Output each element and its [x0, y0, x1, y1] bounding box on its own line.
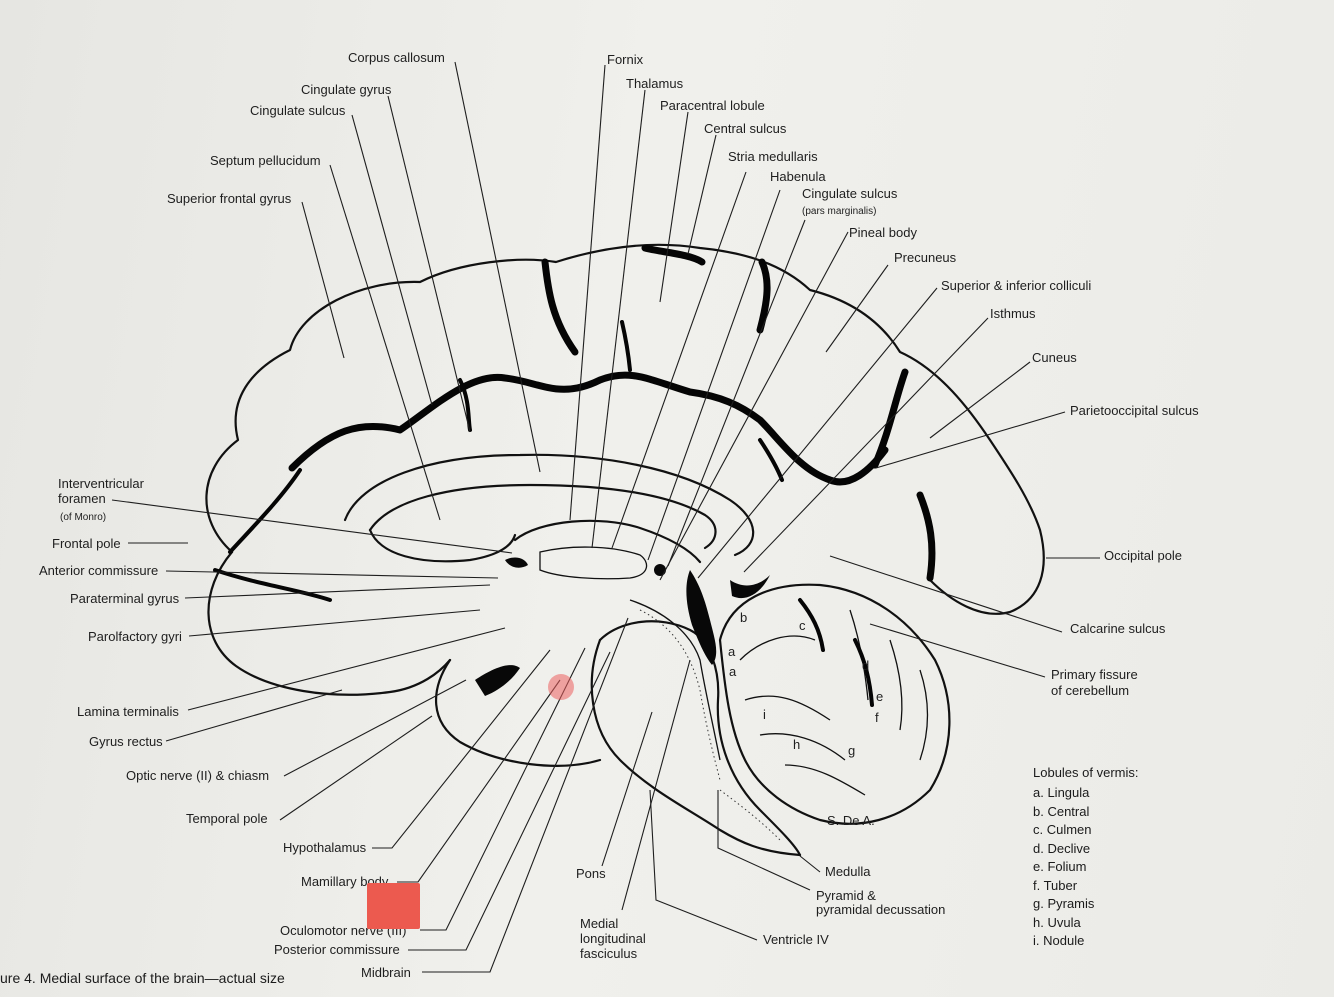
label-medulla: Medulla — [825, 864, 871, 879]
vermis-legend-item: b. Central — [1033, 803, 1090, 819]
vermis-legend-item: g. Pyramis — [1033, 896, 1095, 911]
vermis-letter: a — [729, 664, 737, 679]
vermis-legend-title: Lobules of vermis: — [1033, 765, 1139, 780]
label-medial: Medial — [580, 916, 618, 931]
vermis-legend-item: a. Lingula — [1033, 785, 1090, 800]
label-mamillary-body: Mamillary body — [301, 874, 389, 889]
label-colliculi: Superior & inferior colliculi — [941, 278, 1091, 293]
brainstem — [590, 599, 802, 857]
illustrator-signature: S. De A. — [827, 813, 875, 828]
label-pyramid: Pyramid & — [816, 888, 876, 903]
redaction-box — [367, 883, 420, 929]
label-gyrus-rectus: Gyrus rectus — [89, 734, 163, 749]
label-ventricle-iv: Ventricle IV — [763, 932, 829, 947]
label-frontal-pole: Frontal pole — [52, 536, 121, 551]
label-fornix: Fornix — [607, 52, 644, 67]
label-midbrain: Midbrain — [361, 965, 411, 980]
label-of-monro: (of Monro) — [60, 512, 106, 523]
labels-top: Fornix Thalamus Paracentral lobule Centr… — [607, 52, 1199, 418]
label-thalamus: Thalamus — [626, 76, 684, 91]
labels-right: Occipital pole Calcarine sulcus Primary … — [1051, 548, 1182, 698]
label-parolfactory-gyri: Parolfactory gyri — [88, 629, 182, 644]
label-parietooccipital-sulcus: Parietooccipital sulcus — [1070, 403, 1199, 418]
label-interventricular: Interventricular — [58, 476, 145, 491]
label-fasciculus: fasciculus — [580, 946, 638, 961]
label-pars-marginalis: (pars marginalis) — [802, 206, 876, 217]
leader-lines — [111, 61, 1100, 973]
vermis-legend-item: d. Declive — [1033, 840, 1091, 856]
vermis-legend-item: h. Uvula — [1033, 914, 1081, 930]
label-stria-medullaris: Stria medullaris — [728, 149, 818, 164]
label-anterior-commissure: Anterior commissure — [39, 563, 158, 578]
label-cingulate-sulcus-marginalis: Cingulate sulcus — [802, 186, 898, 201]
label-optic-nerve-chiasm: Optic nerve (II) & chiasm — [126, 768, 269, 783]
label-temporal-pole: Temporal pole — [186, 811, 268, 826]
vermis-letters: a a b c d e f g h i — [728, 610, 883, 758]
vermis-letter: d — [862, 658, 869, 673]
label-paracentral-lobule: Paracentral lobule — [660, 98, 765, 113]
vermis-legend-item: f. Tuber — [1033, 877, 1078, 893]
label-cingulate-gyrus: Cingulate gyrus — [301, 82, 392, 97]
label-habenula: Habenula — [770, 169, 826, 184]
label-superior-frontal-gyrus: Superior frontal gyrus — [167, 191, 292, 206]
cerebral-hemisphere-outline — [205, 243, 1045, 767]
label-calcarine-sulcus: Calcarine sulcus — [1070, 621, 1166, 636]
vermis-letter: e — [876, 689, 883, 704]
highlight-marker — [548, 674, 574, 700]
label-posterior-commissure: Posterior commissure — [274, 942, 400, 957]
label-pons: Pons — [576, 866, 606, 881]
vermis-letter: b — [740, 610, 747, 625]
cerebellum — [718, 583, 951, 825]
vermis-legend-item: e. Folium — [1033, 859, 1087, 874]
label-hypothalamus: Hypothalamus — [283, 840, 367, 855]
label-corpus-callosum: Corpus callosum — [348, 50, 445, 65]
labels-bottom: Hypothalamus Mamillary body Oculomotor n… — [274, 840, 945, 980]
vermis-legend-item: c. Culmen — [1033, 822, 1092, 837]
label-primary-fissure: Primary fissure — [1051, 667, 1138, 682]
vermis-letter: h — [793, 737, 800, 752]
label-isthmus: Isthmus — [990, 306, 1036, 321]
label-cingulate-sulcus: Cingulate sulcus — [250, 103, 346, 118]
label-cuneus: Cuneus — [1032, 350, 1077, 365]
figure-caption: ure 4. Medial surface of the brain—actua… — [0, 970, 285, 986]
label-longitudinal: longitudinal — [580, 931, 646, 946]
label-paraterminal-gyrus: Paraterminal gyrus — [70, 591, 180, 606]
label-lamina-terminalis: Lamina terminalis — [77, 704, 179, 719]
vermis-legend: Lobules of vermis: a. Lingula b. Central… — [1033, 765, 1139, 951]
label-pyramidal-decussation: pyramidal decussation — [816, 902, 945, 917]
vermis-letter: f — [875, 710, 879, 725]
vermis-letter: g — [848, 743, 855, 758]
label-septum-pellucidum: Septum pellucidum — [210, 153, 321, 168]
label-central-sulcus: Central sulcus — [704, 121, 787, 136]
label-of-cerebellum: of cerebellum — [1051, 683, 1129, 698]
label-pineal-body: Pineal body — [849, 225, 917, 240]
vermis-legend-item: i. Nodule — [1033, 933, 1085, 948]
label-occipital-pole: Occipital pole — [1104, 548, 1182, 563]
vermis-letter: a — [728, 644, 736, 659]
vermis-letter: i — [763, 707, 766, 722]
labels-left: Corpus callosum Cingulate gyrus Cingulat… — [39, 50, 445, 826]
label-precuneus: Precuneus — [894, 250, 957, 265]
label-foramen: foramen — [58, 491, 106, 506]
black-fill-regions — [475, 557, 770, 696]
vermis-letter: c — [799, 618, 806, 633]
corpus-callosum — [343, 453, 755, 580]
